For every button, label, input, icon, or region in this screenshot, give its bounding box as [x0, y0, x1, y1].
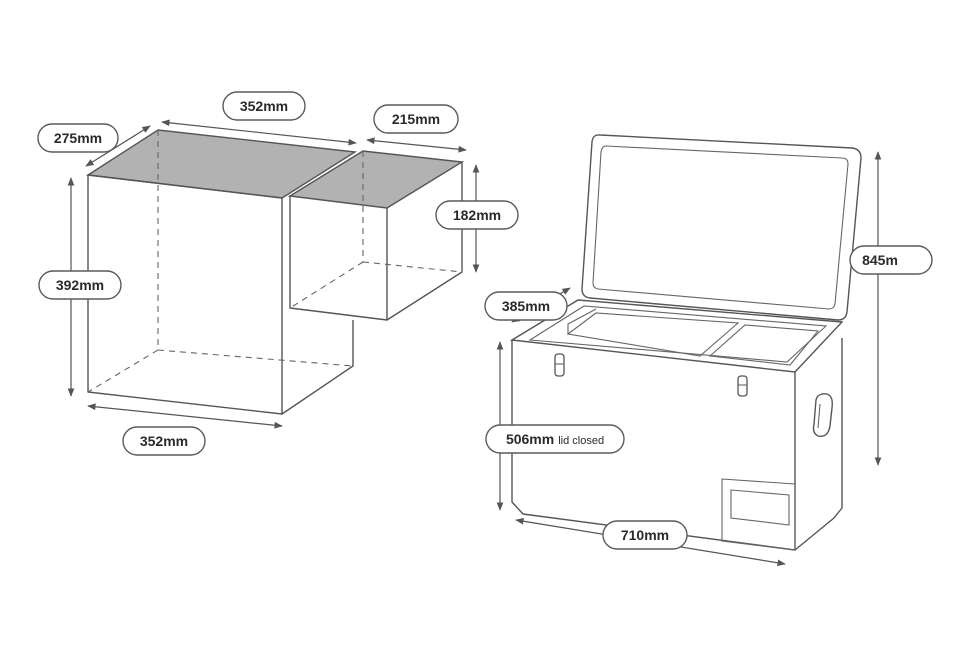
small-width-label: 215mm: [373, 104, 459, 134]
svg-text:352mm: 352mm: [240, 98, 288, 114]
right-latch: [737, 375, 748, 397]
side-handle-detail: [817, 403, 821, 429]
lid-inner: [592, 145, 849, 310]
svg-text:845m: 845m: [862, 252, 898, 268]
svg-text:275mm: 275mm: [54, 130, 102, 146]
svg-text:352mm: 352mm: [140, 433, 188, 449]
width-top-label: 352mm: [222, 91, 306, 121]
small-width-arrow: [366, 137, 467, 153]
svg-text:710mm: 710mm: [621, 527, 669, 543]
svg-text:215mm: 215mm: [392, 111, 440, 127]
open-height-label: 845m: [849, 245, 933, 275]
fridge-depth-label: 385mm: [484, 291, 568, 321]
fridge-width-label: 710mm: [602, 520, 688, 550]
depth-label: 275mm: [37, 123, 119, 153]
main-compartment-wall: [567, 308, 597, 334]
side-handle: [812, 393, 833, 437]
small-compartment-opening: [708, 324, 820, 366]
small-hidden-bottom: [362, 261, 463, 273]
control-panel-display: [730, 489, 790, 526]
width-bottom-arrow: [87, 403, 283, 429]
internal-compartments-diagram: 275mm 352mm 215mm 182mm 392mm 352mm: [37, 91, 519, 456]
depth-arrow: [85, 125, 151, 167]
left-latch: [554, 353, 565, 377]
main-compartment-opening: [566, 312, 740, 357]
svg-text:182mm: 182mm: [453, 207, 501, 223]
lid-outer: [581, 134, 862, 321]
body-side: [794, 338, 843, 551]
small-hidden-left: [289, 261, 364, 309]
main-compartment-side: [281, 320, 354, 415]
svg-text:385mm: 385mm: [502, 298, 550, 314]
svg-text:392mm: 392mm: [56, 277, 104, 293]
main-hidden-left: [87, 349, 159, 393]
main-hidden-bottom: [157, 349, 354, 367]
small-height-label: 182mm: [435, 200, 519, 230]
height-label: 392mm: [38, 270, 122, 300]
width-bottom-label: 352mm: [122, 426, 206, 456]
small-compartment-front: [289, 196, 388, 321]
width-top-arrow: [161, 119, 357, 146]
